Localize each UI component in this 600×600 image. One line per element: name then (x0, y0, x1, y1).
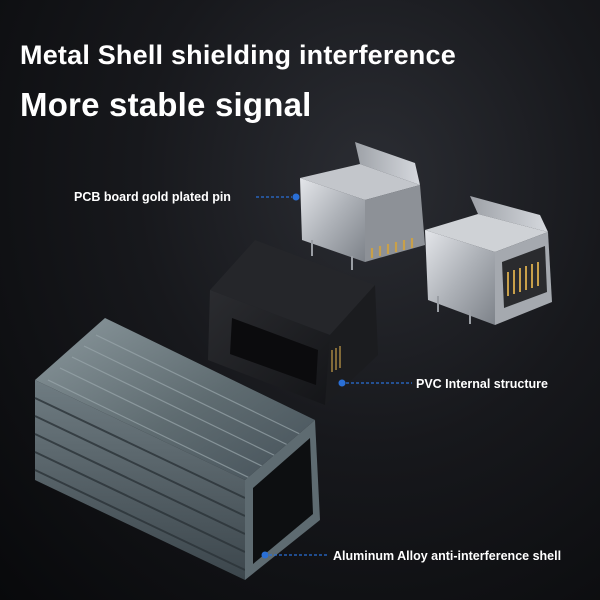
gold-pins-front (507, 262, 539, 296)
pvc-internal-block (208, 240, 378, 405)
aluminum-callout-dot (261, 551, 269, 559)
pvc-callout-dot (338, 379, 346, 387)
headline-line-1: Metal Shell shielding interference (20, 40, 456, 70)
headline-line-2: More stable signal (20, 86, 312, 123)
rj45-jack-rear (300, 142, 425, 328)
pcb-pin-label: PCB board gold plated pin (74, 190, 231, 204)
aluminum-shell-label: Aluminum Alloy anti-interference shell (333, 549, 562, 563)
aluminum-shell (34, 318, 320, 580)
pvc-contacts (331, 346, 341, 372)
gold-pins-rear (370, 238, 414, 258)
rj45-jack-front (425, 196, 552, 325)
callout-leaders (256, 193, 412, 559)
pcb-callout-dot (292, 193, 300, 201)
pvc-structure-label: PVC Internal structure (416, 377, 548, 391)
